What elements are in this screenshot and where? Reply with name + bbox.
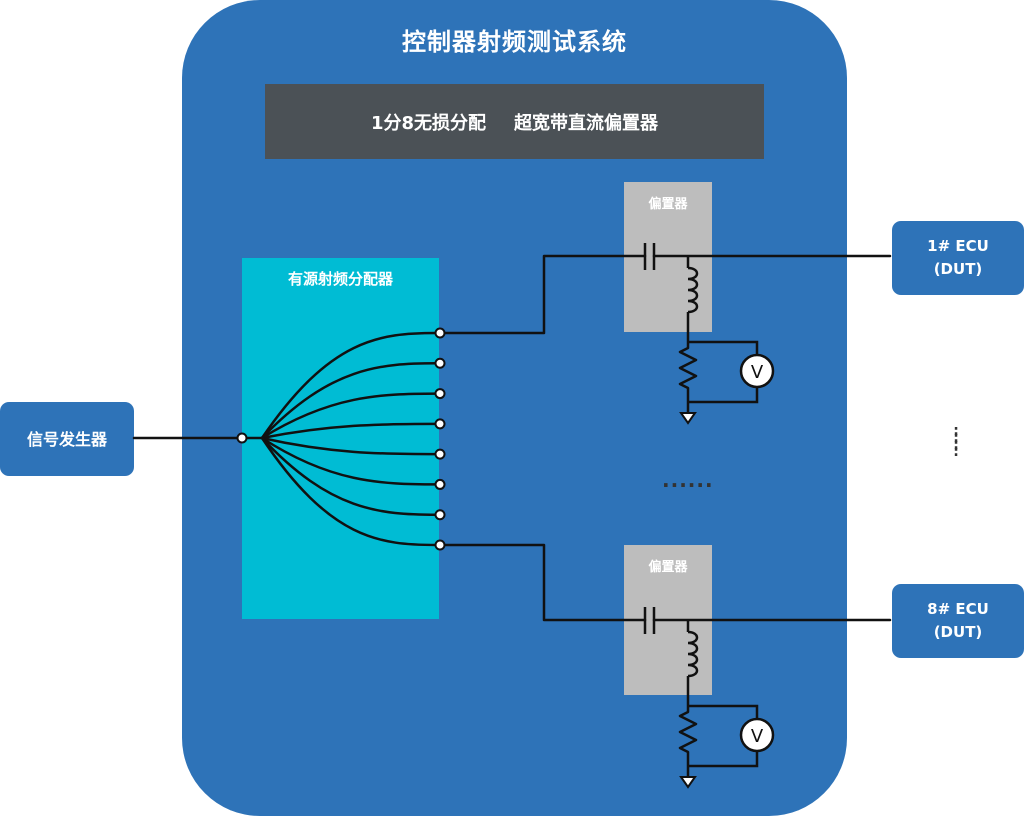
signal-generator-box: 信号发生器 <box>0 402 134 476</box>
vertical-ellipsis: : : : : <box>953 423 959 460</box>
header-left-label: 1分8无损分配 <box>370 112 487 134</box>
ecu-1-name: 1# ECU <box>927 237 989 255</box>
fan-line-1 <box>260 331 439 440</box>
ecu-8-name: 8# ECU <box>927 600 989 618</box>
route-wire-8 <box>441 543 647 622</box>
route-wire-1 <box>441 254 647 335</box>
splitter-output-port-3 <box>434 388 446 400</box>
voltmeter-label: V <box>751 726 764 747</box>
splitter-output-ports <box>434 327 446 551</box>
fan-line-7 <box>260 436 439 516</box>
voltmeter-symbol <box>739 353 775 389</box>
voltmeter-symbol <box>739 717 775 753</box>
ecu-1-dut: (DUT) <box>933 260 983 278</box>
ecu-8-dut: (DUT) <box>933 623 983 641</box>
signal-generator-label: 信号发生器 <box>26 429 107 449</box>
voltmeter-label: V <box>751 362 764 383</box>
resistor-zigzag <box>678 340 698 406</box>
fan-line-4 <box>260 422 439 440</box>
splitter-output-port-6 <box>434 478 446 490</box>
system-title: 控制器射频测试系统 <box>402 28 627 56</box>
bias-tee-label-1: 偏置器 <box>648 197 688 212</box>
splitter-output-port-2 <box>434 357 446 369</box>
ecu-box-1: 1# ECU (DUT) <box>892 221 1024 295</box>
fan-line-8 <box>260 436 439 547</box>
fan-line-2 <box>260 362 439 440</box>
splitter-output-port-8 <box>434 539 446 551</box>
bias-tee-label-8: 偏置器 <box>648 560 688 575</box>
fan-line-5 <box>260 436 439 456</box>
rf-splitter-label: 有源射频分配器 <box>287 270 393 288</box>
horizontal-ellipsis: ...... <box>662 468 714 492</box>
splitter-output-port-5 <box>434 448 446 460</box>
fan-line-3 <box>260 392 439 440</box>
bias-tee-circuit-1: V <box>643 243 775 425</box>
ecu-box-8: 8# ECU (DUT) <box>892 584 1024 658</box>
header-right-label: 超宽带直流偏置器 <box>514 112 659 134</box>
splitter-output-port-4 <box>434 418 446 430</box>
splitter-input-port <box>236 432 248 444</box>
splitter-output-port-1 <box>434 327 446 339</box>
inductor-coil <box>687 630 699 678</box>
ground-symbol <box>679 776 697 789</box>
rf-splitter-block <box>242 258 439 619</box>
inductor-coil <box>687 266 699 314</box>
bias-tee-circuit-8: V <box>643 607 775 789</box>
resistor-zigzag <box>678 704 698 770</box>
ground-symbol <box>679 412 697 425</box>
splitter-output-port-7 <box>434 509 446 521</box>
fan-line-6 <box>260 436 439 486</box>
header-bar: 1分8无损分配 超宽带直流偏置器 <box>265 84 764 159</box>
splitter-fan-lines <box>260 331 439 547</box>
